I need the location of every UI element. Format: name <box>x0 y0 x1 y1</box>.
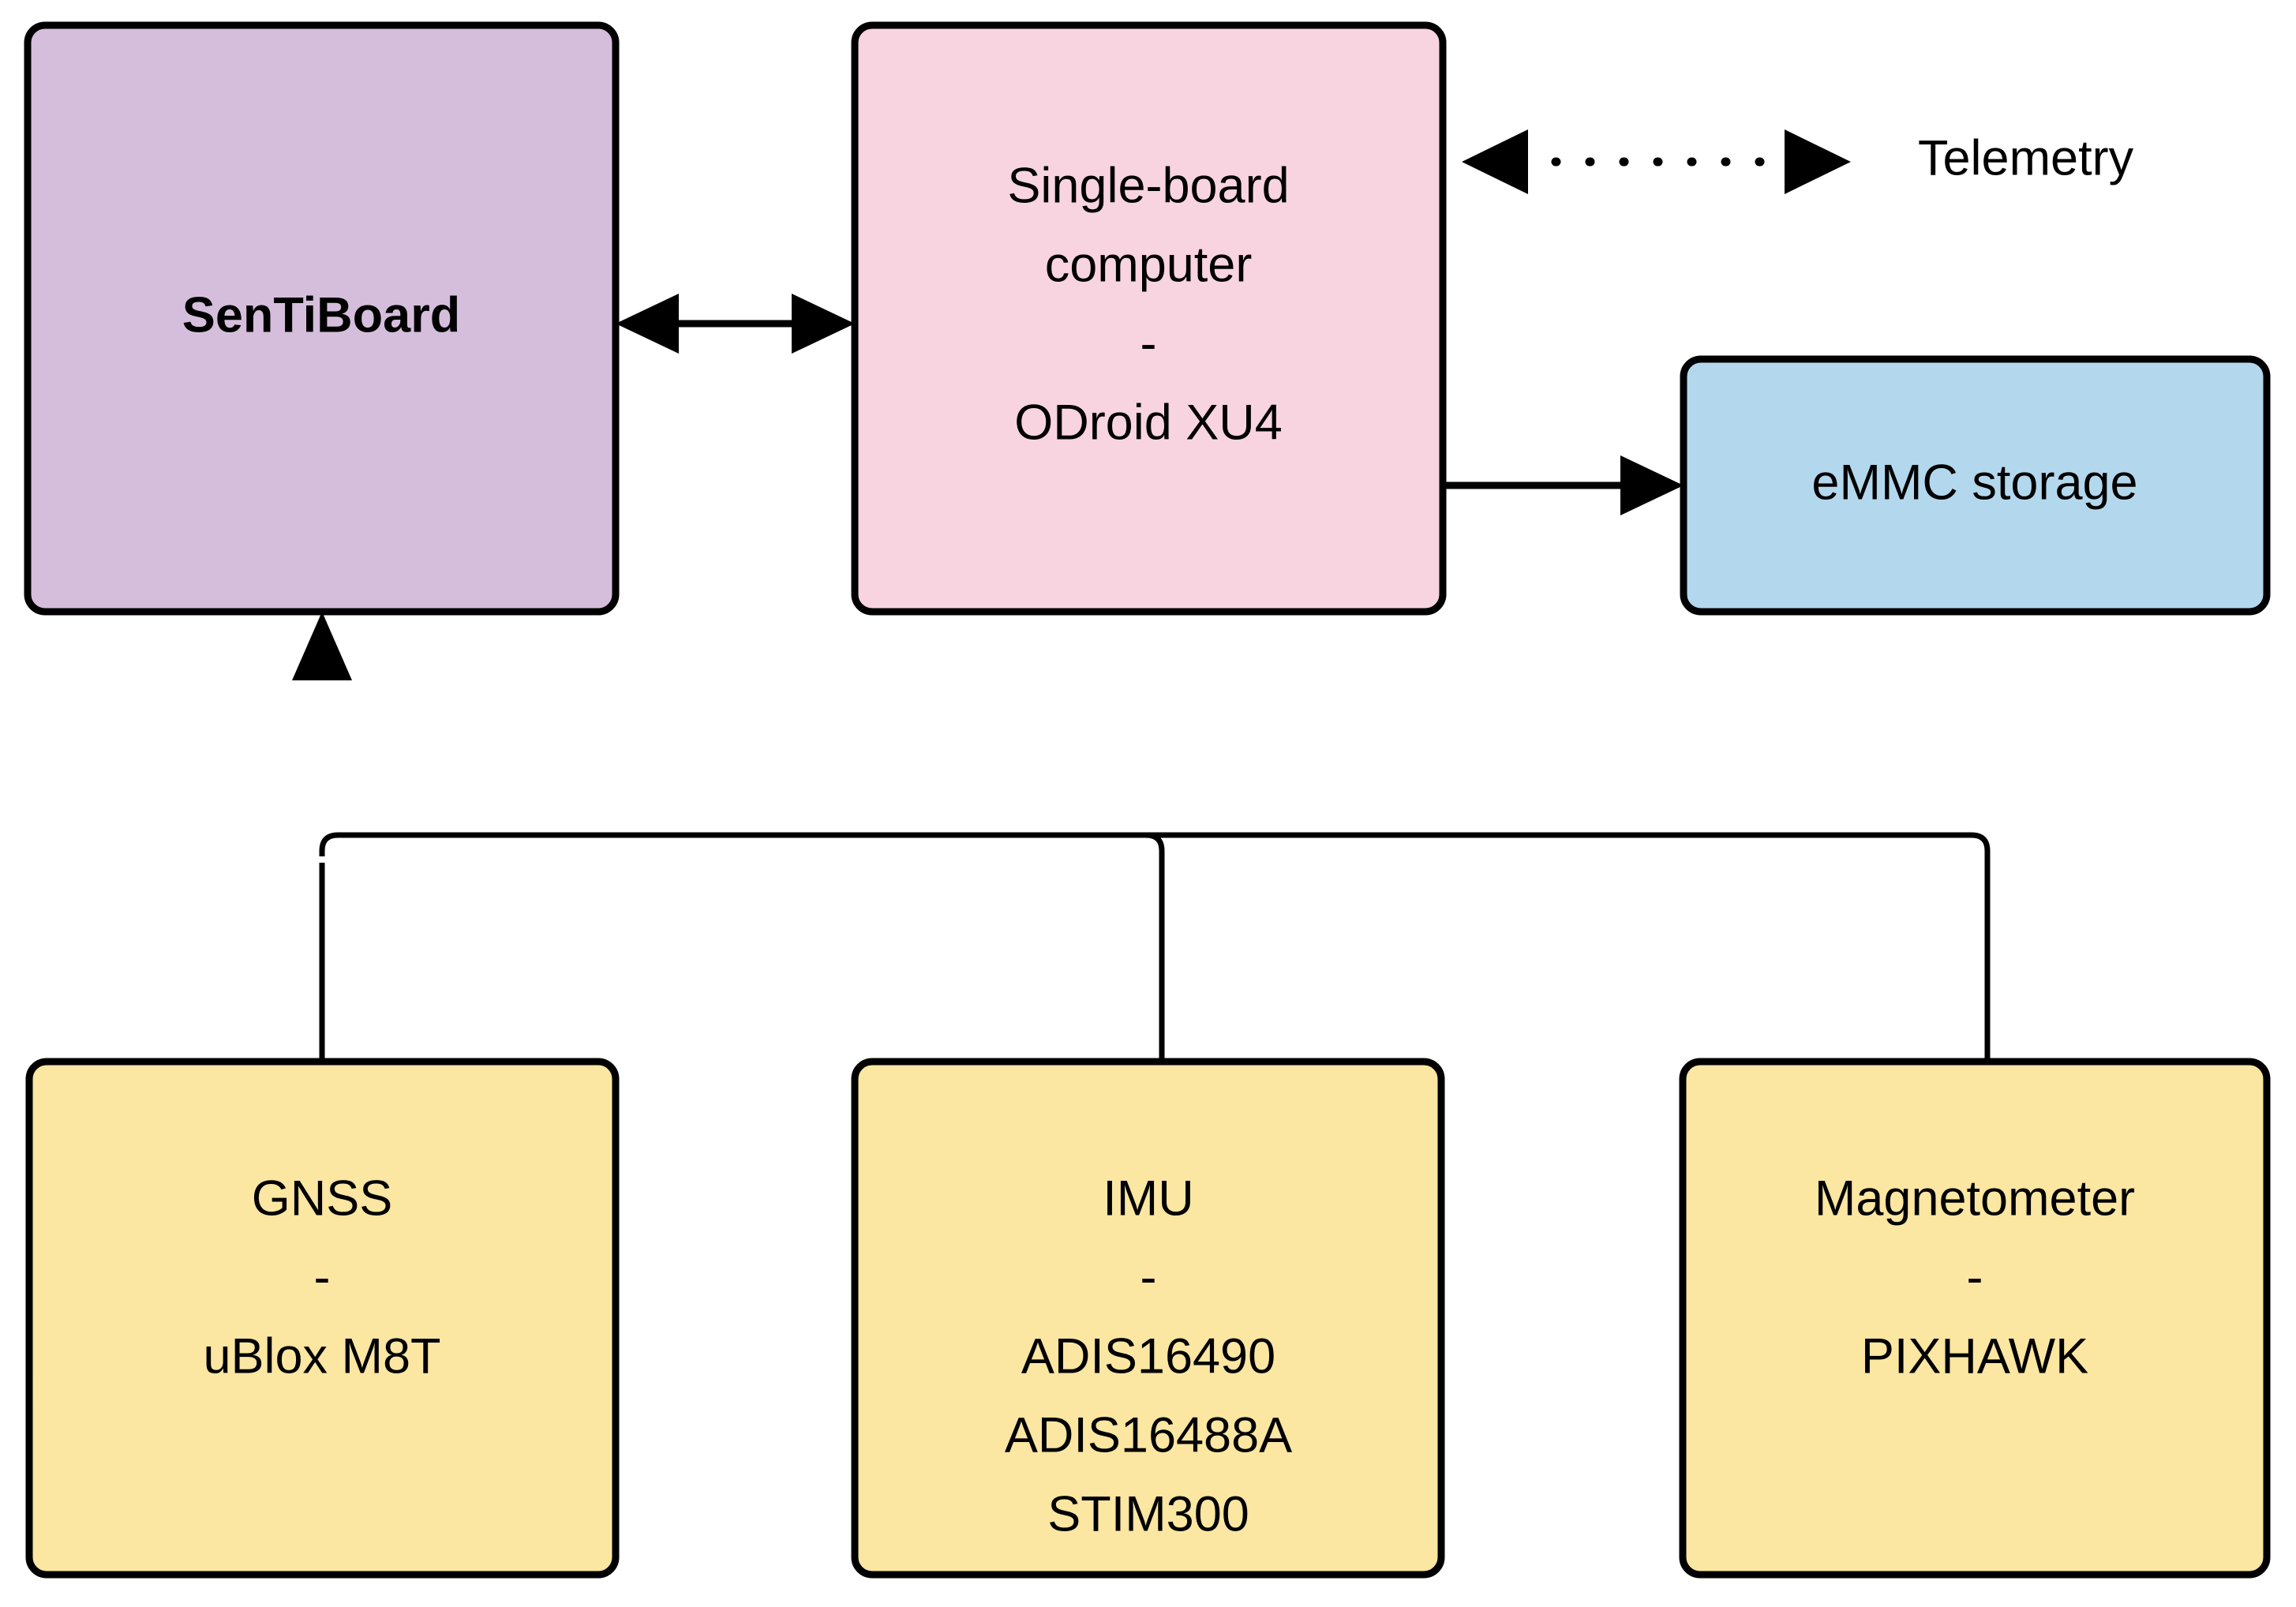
edge-sensor-bus <box>292 612 1991 1062</box>
node-gnss[interactable]: GNSS - uBlox M8T <box>25 1058 620 1579</box>
node-gnss-label-line-1: GNSS <box>252 1171 393 1227</box>
node-sentiboard-label: SenTiBoard <box>182 288 460 343</box>
arrow-head-left-telemetry <box>1462 129 1528 194</box>
node-imu-label-line-4: ADIS16488A <box>1005 1408 1292 1463</box>
node-magnetometer-label-line-2: - <box>1967 1250 1983 1305</box>
node-sbc-label-line-3: - <box>1141 317 1157 372</box>
node-gnss-rect[interactable] <box>25 1058 620 1579</box>
node-imu[interactable]: IMU - ADIS16490 ADIS16488A STIM300 <box>851 1058 1445 1579</box>
node-magnetometer[interactable]: Magnetometer - PIXHAWK <box>1679 1058 2271 1579</box>
node-emmc-storage[interactable]: eMMC storage <box>1680 355 2271 616</box>
arrow-head-right-telemetry <box>1785 129 1851 194</box>
node-magnetometer-rect[interactable] <box>1679 1058 2271 1579</box>
node-emmc-storage-label: eMMC storage <box>1811 455 2137 511</box>
arrow-head-sentiboard-bottom <box>292 612 352 680</box>
edge-sbc-emmc <box>1443 455 1684 515</box>
node-sentiboard-rect[interactable] <box>24 21 620 616</box>
node-sbc-label-line-2: computer <box>1045 238 1253 293</box>
node-magnetometer-label-line-1: Magnetometer <box>1815 1171 2135 1227</box>
node-magnetometer-label-line-3: PIXHAWK <box>1861 1329 2088 1384</box>
node-imu-label-line-5: STIM300 <box>1047 1487 1249 1542</box>
node-gnss-label-line-2: - <box>314 1250 331 1305</box>
node-imu-label-line-1: IMU <box>1103 1171 1193 1227</box>
node-emmc-storage-rect[interactable] <box>1680 355 2271 616</box>
node-gnss-label-line-3: uBlox M8T <box>203 1329 440 1384</box>
node-single-board-computer-rect[interactable] <box>851 21 1447 616</box>
arrow-head-left-sentiboard <box>616 294 679 354</box>
node-imu-label-line-3: ADIS16490 <box>1021 1329 1275 1384</box>
edge-sentiboard-sbc <box>616 294 855 354</box>
node-imu-rect[interactable] <box>851 1058 1445 1579</box>
node-sbc-label-line-4: ODroid XU4 <box>1014 395 1283 451</box>
edge-bus-trunk <box>319 832 1991 1062</box>
edge-imu-leg <box>1145 832 1165 1062</box>
node-sentiboard[interactable]: SenTiBoard <box>24 21 620 616</box>
arrow-head-emmc <box>1620 455 1684 515</box>
telemetry-label: Telemetry <box>1918 131 2134 186</box>
edge-sbc-telemetry <box>1462 129 1851 194</box>
node-single-board-computer[interactable]: Single-board computer - ODroid XU4 <box>851 21 1447 616</box>
arrow-head-right-sbc <box>792 294 855 354</box>
node-sbc-label-line-1: Single-board <box>1007 159 1289 214</box>
node-imu-label-line-2: - <box>1141 1250 1157 1305</box>
